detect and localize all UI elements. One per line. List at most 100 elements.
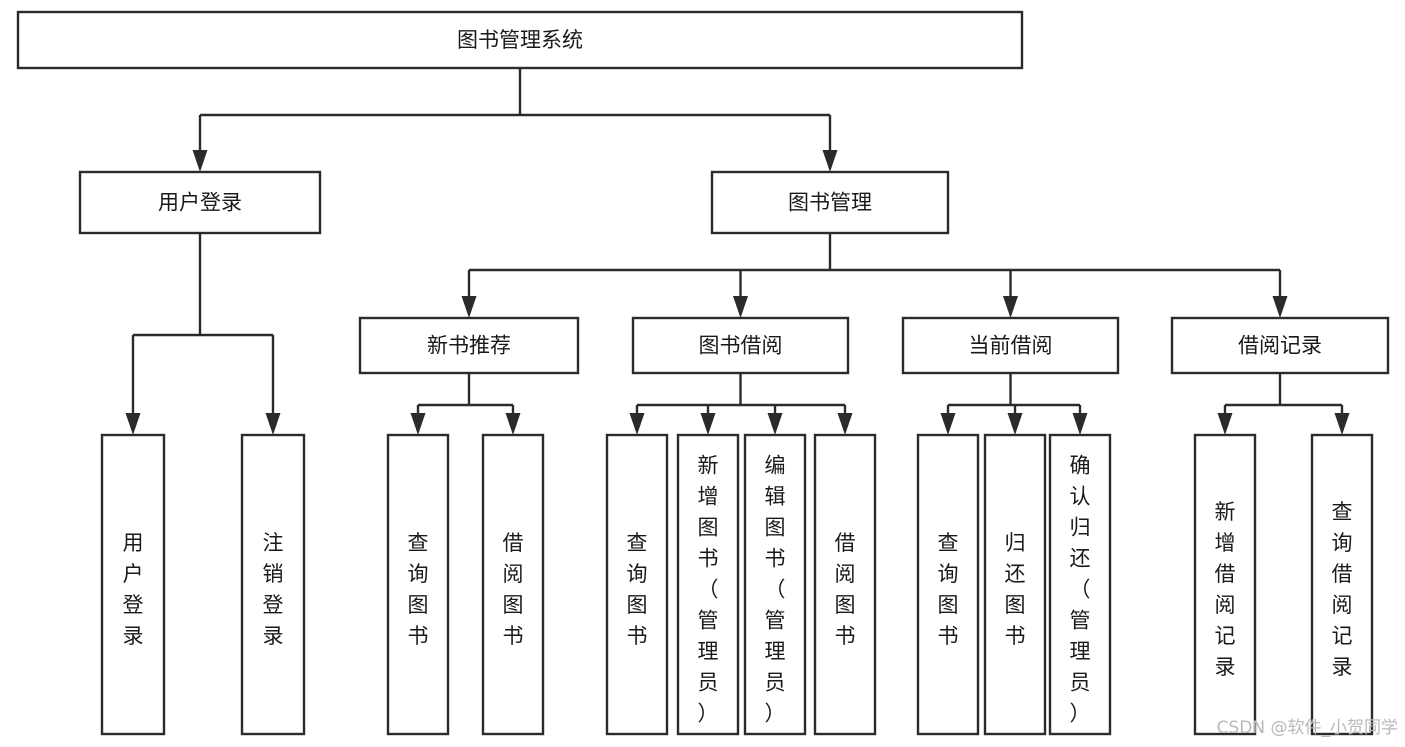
leaf-node-5-box[interactable] [676,433,740,736]
leaf-node-6-label-char: 辑 [765,484,786,508]
level2-node-1[interactable]: 图书管理 [710,170,950,235]
level3-node-1[interactable]: 图书借阅 [631,316,850,375]
leaf-node-8-label-char: 查 [938,531,959,555]
root-node-book-management-system[interactable]: 图书管理系统 [16,10,1024,70]
level3-node-2-label: 当前借阅 [969,334,1053,358]
leaf-node-6-label-char: 图 [765,515,786,539]
leaf-node-4-label-char: 图 [627,593,648,617]
leaf-node-0[interactable]: 用户登录 [100,433,166,736]
leaf-node-1-label-char: 登 [263,593,284,617]
leaf-node-10-label-char: 还 [1070,546,1091,570]
leaf-node-6-label-char: 书 [765,546,786,570]
connector-layer [125,68,1350,435]
level3-node-3[interactable]: 借阅记录 [1170,316,1390,375]
leaf-node-7-label-char: 图 [835,593,856,617]
leaf-node-12-label-char: 查 [1332,500,1353,524]
level3-node-3-label: 借阅记录 [1238,334,1322,358]
leaf-node-7-label-char: 借 [835,531,856,555]
leaf-node-8-label-char: 图 [938,593,959,617]
leaf-node-11-label-char: 新 [1215,500,1236,524]
leaf-node-2-label-char: 图 [408,593,429,617]
level2-node-0-label: 用户登录 [158,191,242,215]
root-node-book-management-system-label: 图书管理系统 [457,28,583,52]
leaf-node-10-label-char: 确 [1070,453,1091,477]
level2-node-1-box[interactable] [710,170,950,235]
leaf-node-2-label-char: 查 [408,531,429,555]
level3-node-2-box[interactable] [901,316,1120,375]
leaf-node-11-box[interactable] [1193,433,1257,736]
leaf-node-3-label-char: 书 [503,624,524,648]
leaf-node-10-box[interactable] [1048,433,1112,736]
leaf-node-5-label-char: ） [698,701,719,725]
leaf-node-6-label-char: 理 [765,639,786,663]
leaf-node-10-label-char: 员 [1070,670,1091,694]
leaf-node-10-label-char: 归 [1070,515,1091,539]
leaf-node-4-label-char: 询 [627,562,648,586]
leaf-node-5-label-char: （ [698,577,719,601]
leaf-node-12-label-char: 借 [1332,562,1353,586]
leaf-node-11-label-char: 借 [1215,562,1236,586]
leaf-node-5-label-char: 管 [698,608,719,632]
leaf-node-3-label-char: 借 [503,531,524,555]
leaf-node-6-box[interactable] [743,433,807,736]
leaf-node-2-box[interactable] [386,433,450,736]
leaf-node-10-label-char: 管 [1070,608,1091,632]
leaf-node-8-box[interactable] [916,433,980,736]
leaf-node-10-label-char: 理 [1070,639,1091,663]
leaf-node-9-label-char: 还 [1005,562,1026,586]
leaf-node-1-label-char: 录 [263,624,284,648]
level2-node-0[interactable]: 用户登录 [78,170,322,235]
level3-node-1-box[interactable] [631,316,850,375]
leaf-node-12-label-char: 录 [1332,655,1353,679]
level3-node-3-box[interactable] [1170,316,1390,375]
leaf-node-1-label-char: 注 [263,531,284,555]
leaf-node-0-box[interactable] [100,433,166,736]
leaf-node-5-label-char: 书 [698,546,719,570]
leaf-node-1-box[interactable] [240,433,306,736]
watermark-layer: CSDN @软件_小贺同学 [1217,718,1398,738]
root-node-book-management-system-box[interactable] [16,10,1024,70]
level3-node-0[interactable]: 新书推荐 [358,316,580,375]
leaf-node-7-box[interactable] [813,433,877,736]
leaf-node-12-label-char: 记 [1332,624,1353,648]
leaf-node-10-label-char: （ [1070,577,1091,601]
leaf-node-4-label-char: 书 [627,624,648,648]
level3-node-0-label: 新书推荐 [427,334,511,358]
leaf-node-9-label-char: 书 [1005,624,1026,648]
leaf-node-11-label-char: 增 [1215,531,1236,555]
leaf-node-3-box[interactable] [481,433,545,736]
leaf-node-3-label-char: 阅 [503,562,524,586]
leaf-node-3-label-char: 图 [503,593,524,617]
level3-node-2[interactable]: 当前借阅 [901,316,1120,375]
level3-node-1-label: 图书借阅 [699,334,783,358]
leaf-node-9-box[interactable] [983,433,1047,736]
leaf-node-6-label-char: ） [765,701,786,725]
leaf-node-4-box[interactable] [605,433,669,736]
leaf-node-5-label-char: 理 [698,639,719,663]
level3-node-0-box[interactable] [358,316,580,375]
leaf-node-11-label-char: 录 [1215,655,1236,679]
leaf-node-9-label-char: 图 [1005,593,1026,617]
leaf-node-5-label-char: 图 [698,515,719,539]
node-layer: 图书管理系统用户登录图书管理新书推荐图书借阅当前借阅借阅记录用户登录注销登录查询… [16,10,1390,736]
leaf-node-10-label-char: 认 [1070,484,1091,508]
leaf-node-7-label-char: 阅 [835,562,856,586]
level2-node-0-box[interactable] [78,170,322,235]
leaf-node-0-label-char: 录 [123,624,144,648]
leaf-node-0-label-char: 登 [123,593,144,617]
leaf-node-12-box[interactable] [1310,433,1374,736]
